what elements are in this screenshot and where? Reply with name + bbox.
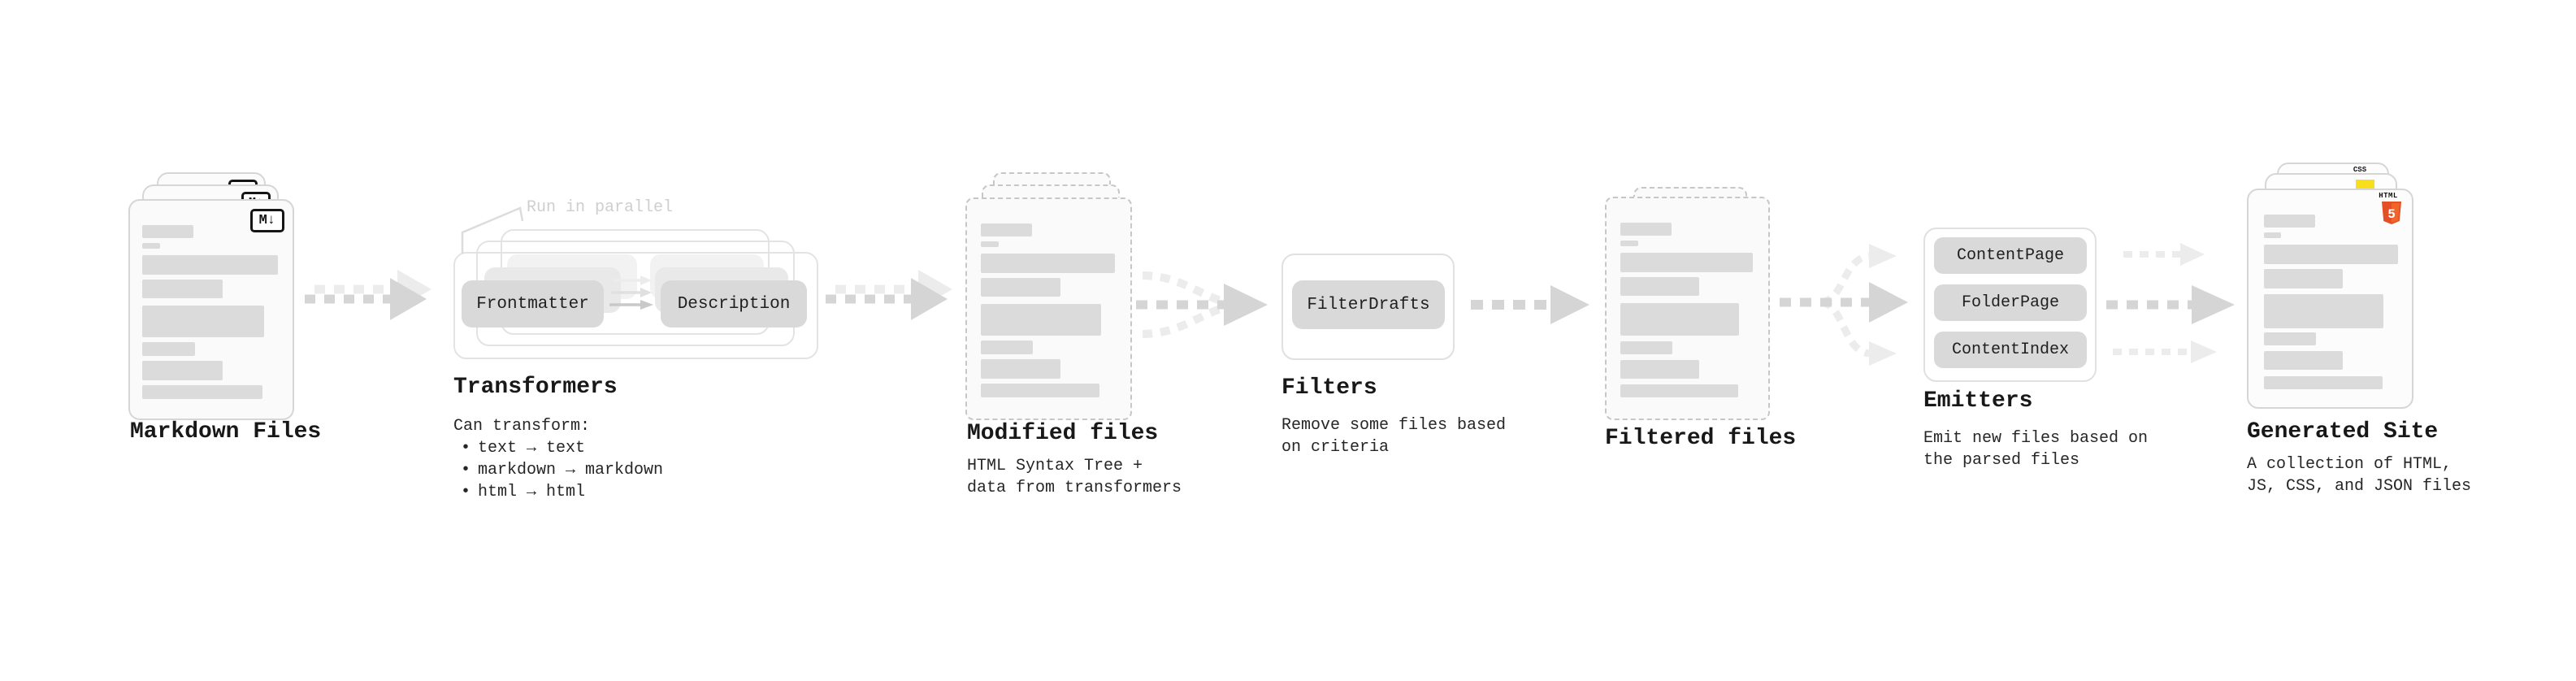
caption-line: data from transformers bbox=[967, 479, 1182, 497]
placeholder-bar bbox=[2264, 245, 2398, 264]
placeholder-bar bbox=[142, 243, 160, 249]
caption-line: JS, CSS, and JSON files bbox=[2247, 477, 2472, 496]
placeholder-bar bbox=[142, 280, 223, 298]
placeholder-bar bbox=[2264, 215, 2315, 228]
arrow-filtered-to-emitters-icon bbox=[1780, 244, 1908, 366]
placeholder-bar bbox=[1620, 341, 1672, 354]
bullet-marker: • bbox=[460, 483, 471, 501]
caption-line: on criteria bbox=[1281, 438, 1390, 457]
pill-filterdrafts: FilterDrafts bbox=[1292, 280, 1445, 329]
markdown-badge-icon: M↓ bbox=[249, 209, 284, 232]
caption-line: Emit new files based on bbox=[1923, 429, 2149, 448]
bullet-item: • html → html bbox=[453, 481, 585, 503]
run-in-parallel-note: Run in parallel bbox=[527, 198, 674, 217]
placeholder-bar bbox=[981, 384, 1099, 397]
placeholder-bar bbox=[2264, 294, 2383, 328]
pill-folderpage: FolderPage bbox=[1934, 284, 2087, 321]
pill-contentpage: ContentPage bbox=[1934, 237, 2087, 274]
placeholder-bar bbox=[142, 306, 264, 337]
placeholder-bar bbox=[2264, 332, 2316, 345]
transformer-flow-arrows-icon bbox=[609, 275, 653, 310]
placeholder-bar bbox=[1620, 277, 1699, 296]
placeholder-bar bbox=[1620, 241, 1638, 246]
bullet-text: text → text bbox=[478, 439, 586, 458]
placeholder-bar bbox=[142, 342, 195, 356]
placeholder-bar bbox=[981, 278, 1060, 297]
file-card-front: HTML 5 bbox=[2247, 189, 2413, 409]
bullet-text: markdown → markdown bbox=[478, 461, 664, 479]
label-filters: Filters bbox=[1281, 375, 1377, 401]
placeholder-bar bbox=[1620, 223, 1672, 236]
placeholder-bar bbox=[142, 225, 193, 238]
bullet-text: html → html bbox=[478, 483, 586, 501]
caption-generated-site: A collection of HTML, JS, CSS, and JSON … bbox=[2247, 453, 2471, 497]
pill-frontmatter: Frontmatter bbox=[462, 280, 604, 327]
pill-description: Description bbox=[661, 280, 807, 327]
arrow-markdown-to-transformers-icon bbox=[305, 270, 432, 320]
placeholder-bar bbox=[142, 361, 223, 380]
pill-contentindex: ContentIndex bbox=[1934, 332, 2087, 368]
bullet-item: • text → text bbox=[453, 437, 585, 459]
label-modified-files: Modified files bbox=[967, 421, 1159, 446]
placeholder-bar bbox=[981, 340, 1033, 354]
html5-badge-icon: HTML 5 bbox=[2374, 193, 2402, 228]
caption-line: Remove some files based bbox=[1281, 416, 1507, 435]
placeholder-bar bbox=[981, 223, 1032, 236]
placeholder-bar bbox=[1620, 384, 1738, 397]
html5-badge-label: HTML bbox=[2379, 192, 2398, 200]
js-badge-icon bbox=[2356, 180, 2374, 190]
placeholder-bar bbox=[1620, 360, 1699, 379]
placeholder-bar bbox=[1620, 253, 1753, 272]
caption-filters: Remove some files based on criteria bbox=[1281, 414, 1506, 458]
transformer-stack-box bbox=[453, 252, 818, 359]
placeholder-bar bbox=[981, 359, 1060, 379]
arrow-modified-to-filters-icon bbox=[1136, 271, 1268, 338]
label-emitters: Emitters bbox=[1923, 388, 2033, 414]
css-badge-label: CSS bbox=[2353, 166, 2367, 174]
html5-shield-icon: 5 bbox=[2382, 202, 2401, 224]
arrow-emitters-bottom-icon bbox=[2113, 340, 2217, 363]
arrow-filters-to-filtered-icon bbox=[1471, 285, 1589, 324]
caption-can-transform: Can transform: bbox=[453, 417, 591, 436]
file-card-front bbox=[965, 197, 1132, 420]
placeholder-bar bbox=[142, 255, 278, 275]
arrow-emitters-middle-icon bbox=[2106, 285, 2235, 324]
placeholder-bar bbox=[142, 385, 262, 399]
file-card-front: M↓ bbox=[128, 199, 294, 420]
arrow-emitters-top-icon bbox=[2123, 243, 2205, 266]
bullet-marker: • bbox=[460, 461, 471, 479]
placeholder-bar bbox=[2264, 269, 2343, 288]
placeholder-bar bbox=[981, 254, 1115, 273]
label-transformers: Transformers bbox=[453, 375, 618, 400]
placeholder-bar bbox=[2264, 351, 2343, 370]
caption-modified-files: HTML Syntax Tree + data from transformer… bbox=[967, 455, 1182, 499]
placeholder-bar bbox=[2264, 376, 2383, 389]
file-card-front bbox=[1605, 197, 1770, 420]
placeholder-bar bbox=[981, 241, 999, 247]
caption-emitters: Emit new files based on the parsed files bbox=[1923, 427, 2148, 471]
caption-line: HTML Syntax Tree + bbox=[967, 457, 1143, 475]
bullet-marker: • bbox=[460, 439, 471, 458]
label-generated-site: Generated Site bbox=[2247, 419, 2439, 445]
placeholder-bar bbox=[981, 304, 1101, 336]
label-markdown-files: Markdown Files bbox=[130, 419, 322, 445]
arrow-transformers-to-modified-icon bbox=[826, 270, 952, 320]
run-in-parallel-leader-line bbox=[461, 206, 524, 254]
placeholder-bar bbox=[2264, 232, 2281, 238]
placeholder-bar bbox=[1620, 303, 1739, 336]
label-filtered-files: Filtered files bbox=[1605, 426, 1797, 451]
caption-line: A collection of HTML, bbox=[2247, 455, 2452, 474]
svg-text:5: 5 bbox=[2387, 207, 2396, 222]
bullet-item: • markdown → markdown bbox=[453, 459, 663, 481]
caption-line: the parsed files bbox=[1923, 451, 2080, 470]
